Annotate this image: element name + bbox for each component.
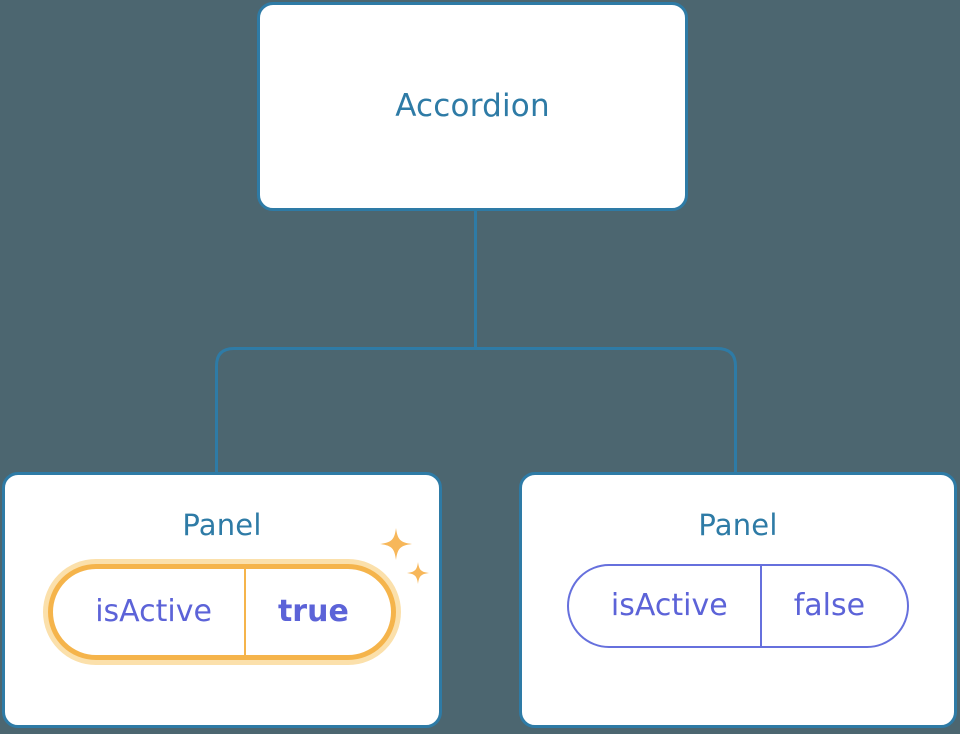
prop-pill-isactive-false[interactable]: isActive false bbox=[566, 564, 910, 648]
node-panel-right-title: Panel bbox=[698, 508, 778, 542]
prop-value-label: false bbox=[759, 566, 907, 646]
sparkle-small-icon bbox=[406, 562, 429, 584]
node-panel-left[interactable]: Panel isActive true bbox=[2, 472, 442, 728]
prop-key-label: isActive bbox=[95, 594, 212, 629]
node-panel-right[interactable]: Panel isActive false bbox=[519, 472, 957, 728]
prop-value-label: true bbox=[243, 569, 391, 655]
node-panel-left-title: Panel bbox=[182, 508, 262, 542]
connector-branch-right bbox=[475, 347, 737, 474]
prop-pill-left-wrapper: isActive true bbox=[48, 528, 429, 660]
prop-key-label: isActive bbox=[610, 588, 728, 623]
connector-branch-left bbox=[215, 347, 476, 474]
sparkle-large-icon bbox=[379, 528, 412, 560]
prop-pill-right-wrapper: isActive false bbox=[566, 564, 910, 648]
node-accordion-title: Accordion bbox=[395, 88, 550, 124]
prop-pill-isactive-true[interactable]: isActive true bbox=[48, 564, 396, 660]
node-accordion[interactable]: Accordion bbox=[257, 2, 688, 211]
